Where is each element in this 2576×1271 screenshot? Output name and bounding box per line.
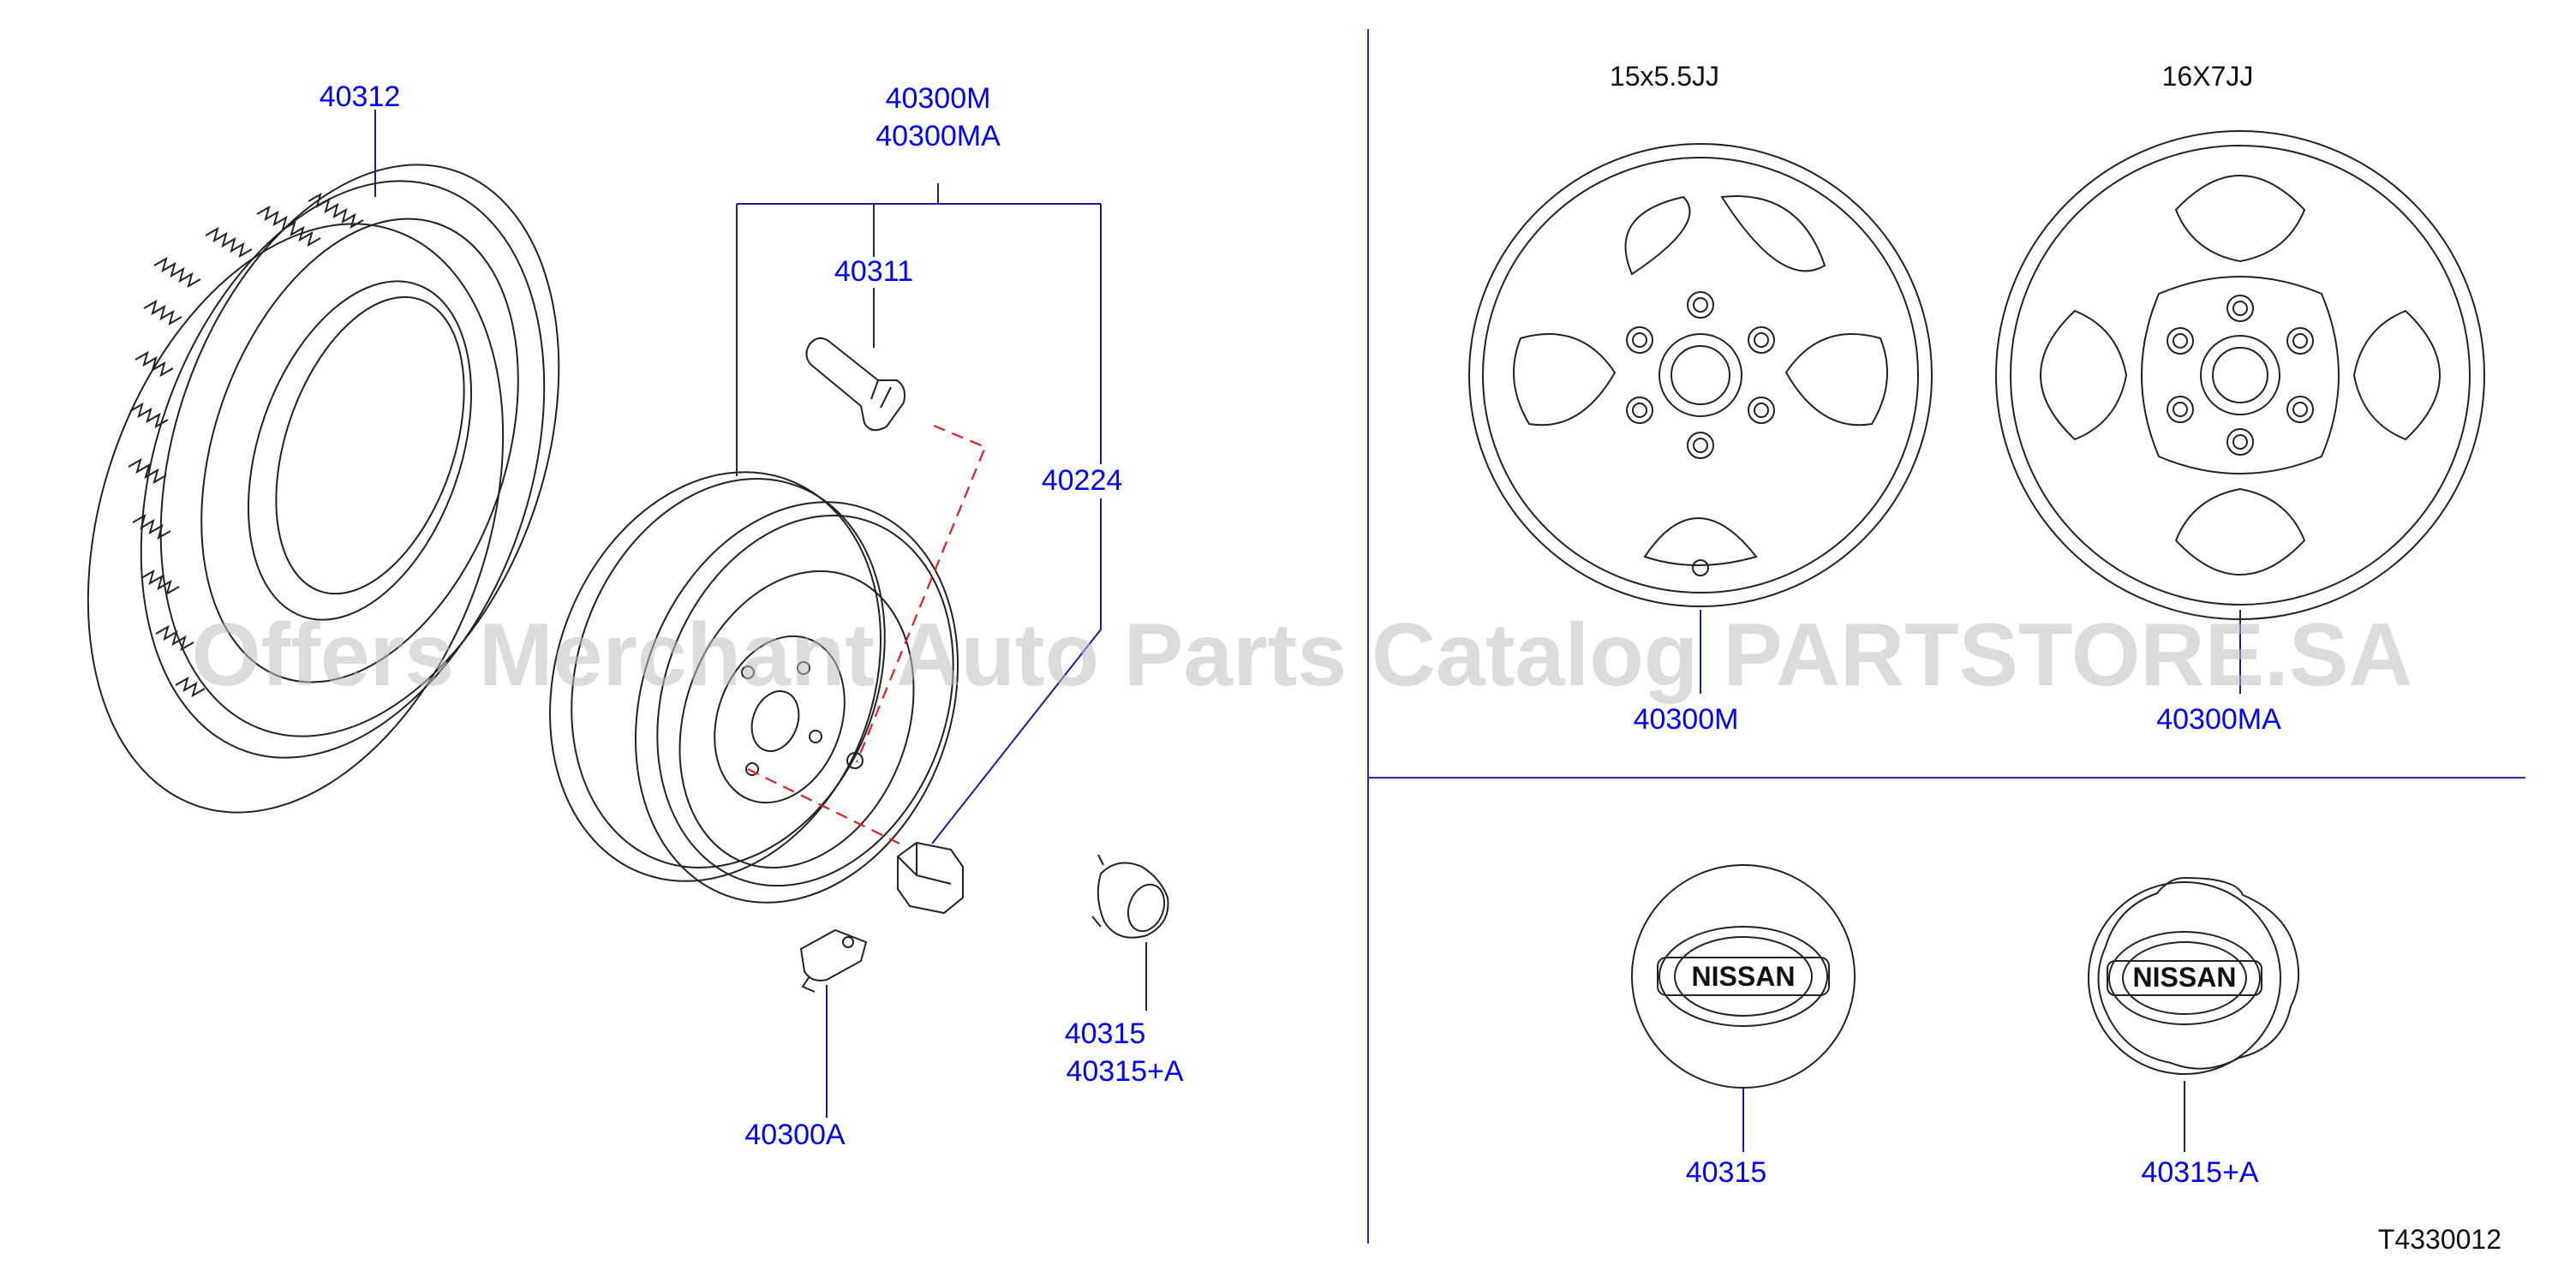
alloy-wheel-15-drawing	[1468, 143, 1933, 607]
alloy-wheel-16-drawing	[1995, 130, 2485, 620]
lug-nut-drawing	[897, 841, 964, 915]
label-wheel-a[interactable]: 40300M	[886, 82, 991, 115]
small-center-cap-drawing	[1091, 854, 1169, 939]
label-detail-wheel-a[interactable]: 40300M	[1634, 703, 1739, 736]
watermark: Offers Merchant Auto Parts Catalog PARTS…	[192, 606, 2413, 705]
steel-wheel-drawing	[549, 471, 959, 904]
center-cap-b-drawing	[2088, 876, 2300, 1075]
balance-weight-drawing	[799, 928, 868, 993]
emblem-text-b: NISSAN	[2133, 962, 2237, 993]
diagram-code: T4330012	[2378, 1224, 2501, 1255]
label-detail-wheel-b[interactable]: 40300MA	[2156, 703, 2281, 736]
label-valve[interactable]: 40311	[834, 255, 913, 288]
center-cap-a-drawing	[1631, 864, 1856, 1089]
label-detail-cap-b[interactable]: 40315+A	[2141, 1156, 2258, 1189]
label-weight[interactable]: 40300A	[744, 1119, 846, 1151]
label-detail-cap-a[interactable]: 40315	[1686, 1156, 1767, 1189]
wheel-size-left: 15x5.5JJ	[1610, 61, 1719, 92]
panel-dividers	[1367, 29, 2525, 1244]
tire-drawing	[87, 164, 560, 814]
label-wheel-b[interactable]: 40300MA	[876, 120, 1001, 152]
wheel-size-right: 16X7JJ	[2162, 61, 2254, 92]
leader-lines	[374, 110, 2241, 1152]
valve-stem-drawing	[805, 337, 905, 432]
label-nut[interactable]: 40224	[1042, 464, 1123, 497]
label-cap-b[interactable]: 40315+A	[1066, 1055, 1183, 1088]
label-tire[interactable]: 40312	[320, 81, 401, 113]
emblem-text-a: NISSAN	[1692, 961, 1796, 992]
assembly-guides	[747, 424, 987, 844]
label-cap-a[interactable]: 40315	[1065, 1017, 1146, 1050]
